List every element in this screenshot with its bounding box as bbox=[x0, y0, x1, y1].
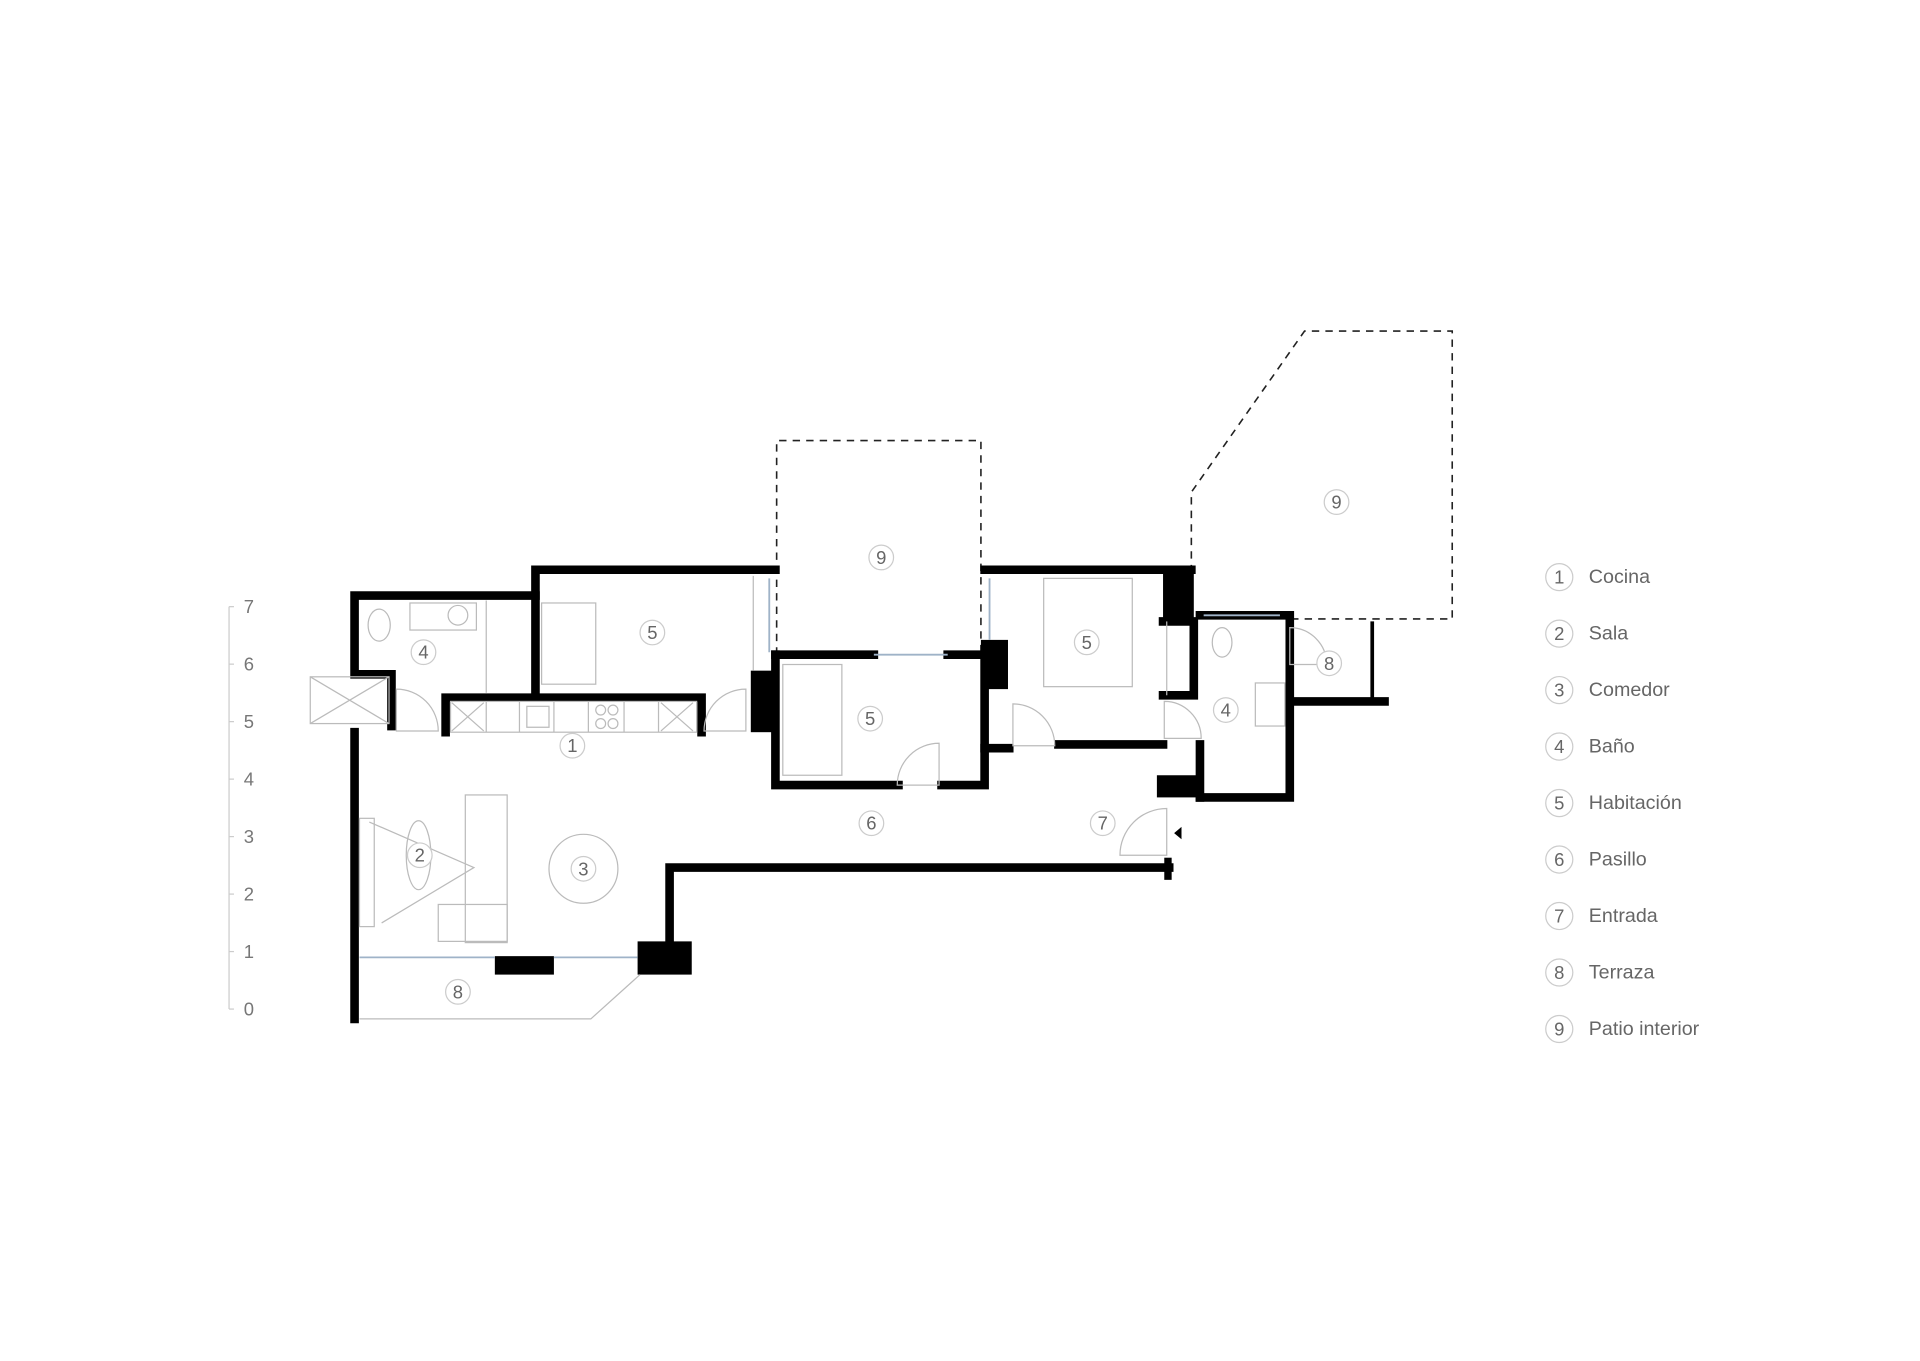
svg-text:6: 6 bbox=[866, 813, 876, 834]
svg-text:2: 2 bbox=[415, 845, 425, 866]
svg-text:2: 2 bbox=[1554, 623, 1564, 644]
legend-item: 8 Terraza bbox=[1545, 958, 1655, 987]
room-marker-patio-2: 9 bbox=[1323, 489, 1350, 515]
scale-bar: 7 6 5 4 3 2 1 0 bbox=[228, 596, 254, 1020]
legend-item: 7 Entrada bbox=[1545, 901, 1658, 931]
svg-text:4: 4 bbox=[418, 642, 428, 663]
room-marker-bano-2: 4 bbox=[1212, 697, 1239, 723]
room-marker-terraza-2: 8 bbox=[1316, 650, 1343, 677]
room-markers: 1 2 3 4 4 5 5 5 6 7 8 8 9 9 bbox=[406, 489, 1350, 1005]
scale-tick-label: 5 bbox=[244, 711, 254, 732]
room-marker-bano-1: 4 bbox=[410, 639, 437, 666]
svg-text:Comedor: Comedor bbox=[1589, 679, 1670, 701]
svg-text:8: 8 bbox=[453, 981, 463, 1002]
svg-text:Sala: Sala bbox=[1589, 623, 1628, 645]
room-marker-sala: 2 bbox=[406, 842, 433, 869]
room-marker-patio-1: 9 bbox=[868, 544, 895, 571]
svg-text:8: 8 bbox=[1554, 962, 1564, 983]
svg-text:9: 9 bbox=[876, 547, 886, 568]
svg-text:5: 5 bbox=[865, 708, 875, 729]
svg-text:9: 9 bbox=[1554, 1018, 1564, 1039]
legend-item: 5 Habitación bbox=[1545, 788, 1682, 818]
legend-item: 9 Patio interior bbox=[1545, 1014, 1700, 1044]
svg-text:4: 4 bbox=[1221, 700, 1231, 721]
svg-text:3: 3 bbox=[578, 858, 588, 879]
room-marker-comedor: 3 bbox=[570, 855, 597, 882]
svg-text:5: 5 bbox=[1554, 793, 1564, 814]
room-marker-cocina: 1 bbox=[559, 732, 586, 759]
svg-text:6: 6 bbox=[1554, 849, 1564, 870]
legend-item: 6 Pasillo bbox=[1545, 845, 1647, 874]
svg-text:3: 3 bbox=[1554, 680, 1564, 701]
room-marker-pasillo: 6 bbox=[858, 810, 885, 837]
scale-tick-label: 6 bbox=[244, 654, 254, 675]
legend-item: 1 Cocina bbox=[1545, 562, 1650, 592]
legend-item: 4 Baño bbox=[1545, 732, 1635, 761]
scale-tick-label: 0 bbox=[244, 999, 254, 1020]
svg-text:Terraza: Terraza bbox=[1589, 962, 1655, 984]
svg-text:7: 7 bbox=[1554, 906, 1564, 927]
svg-text:1: 1 bbox=[1554, 567, 1564, 588]
scale-tick-label: 3 bbox=[244, 826, 254, 847]
scale-tick-label: 7 bbox=[244, 596, 254, 617]
svg-text:Baño: Baño bbox=[1589, 736, 1635, 758]
room-marker-hab-3: 5 bbox=[1073, 629, 1100, 656]
patio-outline-1 bbox=[775, 439, 982, 655]
svg-text:5: 5 bbox=[647, 622, 657, 643]
room-marker-entrada: 7 bbox=[1089, 810, 1116, 837]
patio-outline-2 bbox=[1190, 330, 1454, 620]
svg-text:7: 7 bbox=[1098, 813, 1108, 834]
svg-text:5: 5 bbox=[1082, 632, 1092, 653]
svg-text:Habitación: Habitación bbox=[1589, 792, 1682, 814]
scale-tick-label: 1 bbox=[244, 941, 254, 962]
svg-text:8: 8 bbox=[1324, 653, 1334, 674]
room-marker-hab-1: 5 bbox=[639, 619, 666, 646]
svg-text:Patio interior: Patio interior bbox=[1589, 1018, 1700, 1040]
svg-text:4: 4 bbox=[1554, 736, 1564, 757]
svg-text:1: 1 bbox=[567, 735, 577, 756]
legend: 1 Cocina 2 Sala 3 Comedor 4 Baño 5 Habitación 6 Pas… bbox=[1545, 562, 1700, 1044]
scale-tick-label: 2 bbox=[244, 884, 254, 905]
entrance-marker-icon bbox=[1174, 826, 1182, 840]
furniture-and-fixtures bbox=[309, 575, 1286, 1020]
svg-text:Cocina: Cocina bbox=[1589, 566, 1650, 588]
walls bbox=[350, 565, 1389, 1024]
doors bbox=[395, 626, 1328, 880]
room-marker-terraza-1: 8 bbox=[445, 978, 471, 1005]
legend-item: 3 Comedor bbox=[1545, 675, 1670, 705]
svg-text:9: 9 bbox=[1331, 492, 1341, 513]
legend-item: 2 Sala bbox=[1545, 619, 1628, 648]
svg-text:Pasillo: Pasillo bbox=[1589, 849, 1647, 871]
scale-tick-label: 4 bbox=[244, 769, 254, 790]
room-marker-hab-2: 5 bbox=[857, 705, 884, 732]
svg-text:Entrada: Entrada bbox=[1589, 905, 1658, 927]
